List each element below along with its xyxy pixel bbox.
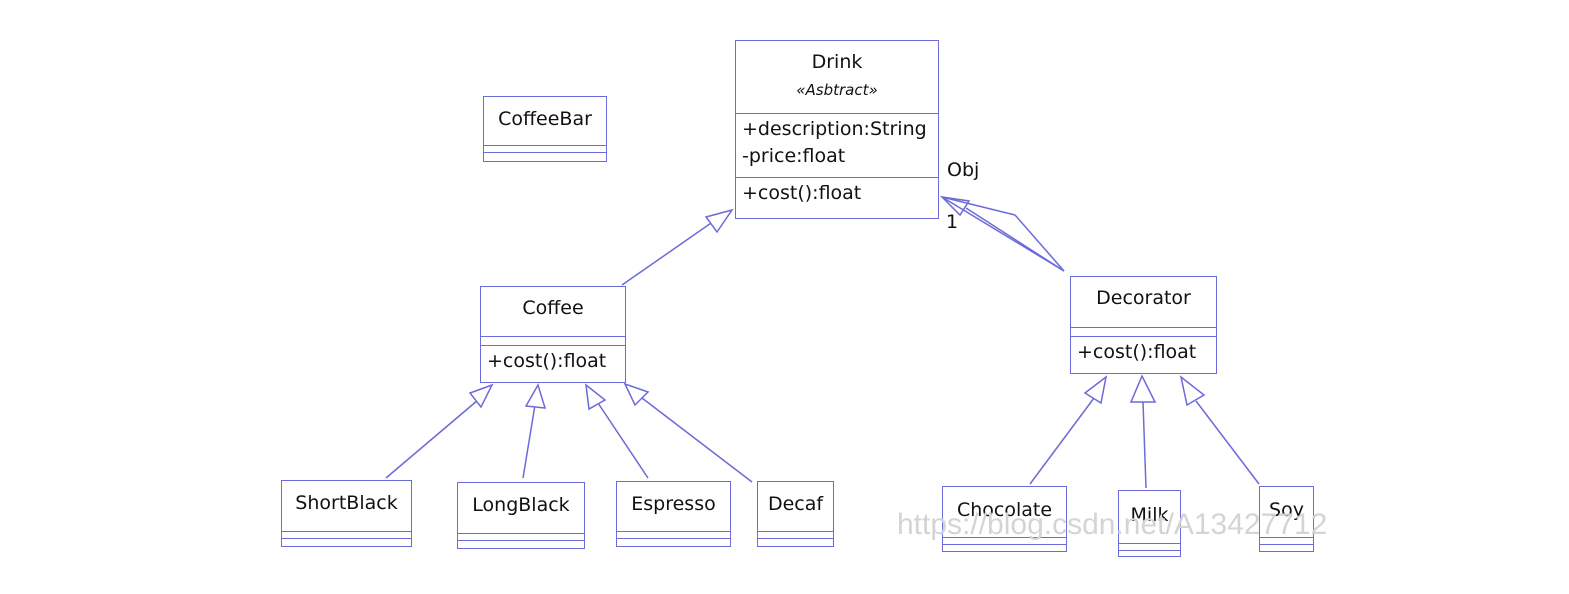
drink-header: Drink «Asbtract» — [736, 41, 938, 113]
chocolate-decorator-generalization — [1029, 397, 1095, 485]
shortblack-coffee-generalization — [385, 399, 479, 479]
association-multiplicity-label: 1 — [946, 211, 959, 233]
espresso-coffee-generalization — [597, 402, 649, 479]
class-name: Espresso — [631, 493, 716, 515]
drink-inheritance-arrowhead — [704, 208, 734, 234]
operations-section — [484, 152, 606, 159]
class-coffee[interactable]: Coffee +cost():float — [480, 286, 626, 383]
class-decaf[interactable]: Decaf — [757, 481, 834, 547]
association-role-label: Obj — [947, 159, 980, 181]
class-name: Drink — [811, 51, 863, 73]
attribute-price: -price:float — [742, 145, 846, 167]
decorator-drink-association — [941, 196, 1065, 272]
class-chocolate[interactable]: Chocolate — [942, 486, 1067, 552]
class-milk[interactable]: Milk — [1118, 490, 1181, 557]
attributes-section — [481, 336, 625, 345]
operation-cost: +cost():float — [742, 182, 862, 204]
class-shortblack[interactable]: ShortBlack — [281, 480, 412, 547]
attributes-section — [1071, 327, 1216, 336]
class-name: Decorator — [1096, 287, 1191, 309]
attributes-section — [484, 145, 606, 152]
attribute-description: +description:String — [742, 118, 927, 140]
class-name: ShortBlack — [295, 492, 398, 514]
operation-cost: +cost():float — [1077, 341, 1197, 363]
class-name: Milk — [1130, 504, 1169, 526]
milk-decorator-generalization — [1142, 401, 1147, 489]
class-espresso[interactable]: Espresso — [616, 481, 731, 547]
soy-decorator-generalization — [1195, 400, 1260, 485]
operations-section: +cost():float — [1071, 336, 1216, 368]
stereotype-label: «Asbtract» — [796, 81, 878, 99]
class-name: Coffee — [522, 297, 584, 319]
class-name: LongBlack — [472, 494, 570, 516]
class-longblack[interactable]: LongBlack — [457, 482, 585, 549]
class-soy[interactable]: Soy — [1259, 486, 1314, 552]
watermark: https://blog.csdn.net/A13427712 — [897, 508, 1328, 541]
class-name: Decaf — [767, 493, 824, 515]
class-name: Soy — [1269, 499, 1304, 521]
operations-section: +cost():float — [481, 345, 625, 377]
operation-cost: +cost():float — [487, 350, 607, 372]
class-name: CoffeeBar — [498, 108, 592, 130]
decaf-coffee-generalization — [641, 397, 753, 483]
class-decorator[interactable]: Decorator +cost():float — [1070, 276, 1217, 374]
coffee-drink-generalization — [621, 220, 715, 286]
class-coffeebar[interactable]: CoffeeBar — [483, 96, 607, 162]
class-drink[interactable]: Drink «Asbtract» +description:String -pr… — [735, 40, 939, 219]
longblack-coffee-generalization — [522, 404, 536, 479]
operations-section: +cost():float — [736, 177, 938, 209]
attributes-section: +description:String -price:float — [736, 113, 938, 177]
class-name: Chocolate — [956, 499, 1053, 521]
